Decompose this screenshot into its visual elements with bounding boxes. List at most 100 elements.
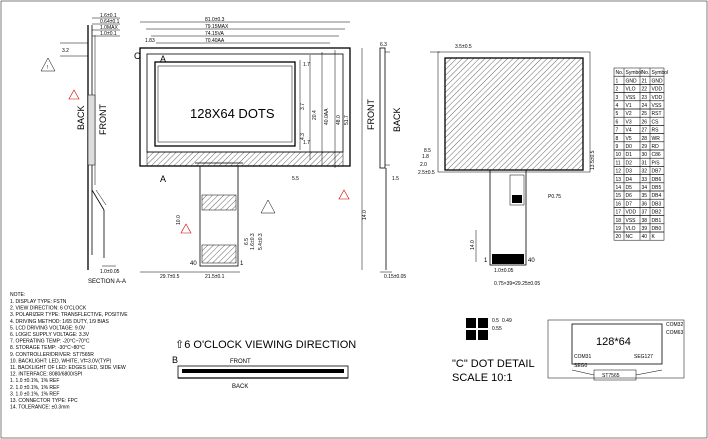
pin-table-cell: 4 (616, 103, 619, 109)
side-back-label: BACK (76, 105, 86, 130)
pin-table-cell: 10 (616, 152, 622, 158)
pin-table-cell: D0 (626, 144, 633, 150)
pin-table-cell: 18 (616, 218, 622, 224)
pin-table-cell: 36 (642, 201, 648, 207)
pin-table-cell: 15 (616, 193, 622, 199)
pin-table-cell: D2 (626, 160, 633, 166)
note-line: 6. LOGIC SUPPLY VOLTAGE: 3.3V (10, 332, 90, 338)
pin-table-cell: RS (652, 128, 660, 134)
side-dim-4: 1.0±0.1 (100, 31, 117, 37)
back-dim-left-1: 8.5 (424, 148, 431, 154)
side-dim-3: 1.0MAX (100, 25, 118, 31)
pin-table-cell: 34 (642, 185, 648, 191)
pin-table-cell: 27 (642, 128, 648, 134)
front-main-label: 128X64 DOTS (190, 106, 275, 121)
front-dim-bottom-2: 21.5±0.1 (205, 274, 225, 280)
back-dim-side: 14.0 (470, 240, 476, 250)
fpc-dim-4: 6.5 (244, 238, 250, 245)
pin-table-cell: 8 (616, 136, 619, 142)
pin-table-cell: 25 (642, 111, 648, 117)
pin-table-cell: DB3 (652, 201, 662, 207)
lcd-active-area (154, 61, 296, 147)
note-line: 2. 1.0 ±0.1%, 1% REF (10, 385, 59, 391)
c-detail-label-2: SCALE 10:1 (452, 372, 513, 384)
front-dim-right-5: 20.4 (312, 110, 318, 120)
front-dim-right-4: 4.3 (300, 133, 306, 140)
pin-table-cell: VLO (626, 87, 636, 93)
notes-title: NOTE: (10, 292, 25, 298)
pin-table-cell: NC (626, 234, 634, 240)
note-line: 3. POLARIZER TYPE: TRANSFLECTIVE, POSITI… (10, 312, 128, 318)
back-dim-left-4: 2.5±0.5 (418, 170, 435, 176)
pin-table-cell: VDD (652, 87, 663, 93)
note-line: 7. OPERATING TEMP: -20°C~70°C (10, 339, 90, 345)
pin-table-cell: D5 (626, 185, 633, 191)
back-dim-bottom: P0.75 (548, 194, 561, 200)
front-dim-bottom-3: 5.5 (292, 176, 299, 182)
section-a-label: SECTION A-A (88, 279, 126, 285)
svg-text:!: ! (47, 65, 48, 71)
pin-table-cell: WR (652, 136, 661, 142)
pin-table-cell: 9 (616, 144, 619, 150)
back-dim-top: 3.5±0.5 (455, 44, 472, 50)
pin-table-cell: VSS (626, 95, 637, 101)
back-dim-left-2: 1.8 (422, 154, 429, 160)
block-com63: COM63 (666, 330, 683, 336)
warning-icon (260, 199, 276, 214)
warning-red-icon (68, 89, 80, 100)
pin-table-cell: VLO (626, 226, 636, 232)
back-fpc (489, 169, 527, 266)
pin-table-cell: 29 (642, 144, 648, 150)
right-side-dim-top: 6.3 (380, 42, 387, 48)
pin-table-cell: DB1 (652, 218, 662, 224)
pin-table-cell: D3 (626, 169, 633, 175)
lcd-bezel (146, 151, 344, 167)
back-dim-right: 13.5±0.5 (590, 150, 596, 170)
right-side-back-label: BACK (392, 107, 402, 132)
viewing-b-label: B (172, 355, 178, 365)
viewing-direction: ⇧6 O'CLOCK VIEWING DIRECTION B FRONT BAC… (172, 339, 356, 390)
viewing-direction-label: ⇧6 O'CLOCK VIEWING DIRECTION (175, 339, 356, 351)
pin-table-cell: GND (626, 78, 638, 84)
side-dim-1: 1.6±0.1 (100, 13, 117, 19)
pin-table-cell: 28 (642, 136, 648, 142)
fpc-tail (199, 165, 239, 267)
side-dim-2: 0.64±0.1 (100, 19, 120, 25)
c-dot-detail: 0.5 0.49 0.55 "C" DOT DETAIL SCALE 10:1 (452, 318, 535, 384)
back-dim-bottom-1: 1.0±0.05 (494, 268, 514, 274)
side-front-label: FRONT (98, 104, 108, 135)
fpc-dim-2: 5.4±0.3 (258, 233, 264, 250)
c-detail-label-1: "C" DOT DETAIL (452, 358, 535, 370)
right-side-bottom-dim: 0.15±0.05 (384, 274, 406, 280)
front-dim-top-left: 1.83 (145, 38, 155, 44)
pin-table-cell: 33 (642, 177, 648, 183)
pin-table-cell: 17 (616, 210, 622, 216)
lcd-viewing-area (146, 53, 344, 153)
c-dot-dim-1: 0.5 (492, 318, 499, 324)
note-line: 1. 1.0 ±0.1%, 1% REF (10, 378, 59, 384)
pin-table-cell: 12 (616, 169, 622, 175)
pin-table-cell: CS (652, 119, 660, 125)
front-pin-40: 40 (190, 261, 197, 267)
viewing-front-label: FRONT (230, 359, 251, 365)
note-line: 11. BACKLIGHT OF LED: EDGES LED, SIDE VI… (10, 365, 126, 371)
pin-table-cell: D4 (626, 177, 633, 183)
block-label: 128*64 (596, 336, 631, 348)
front-dim-right-6: 40.0AA (324, 108, 330, 125)
pin-table-cell: 1 (616, 78, 619, 84)
note-line: 10. BACKLIGHT: LED, WHITE, Vf=3.0V(TYP) (10, 358, 112, 364)
note-line: 3. 1.0 ±0.1%, 1% REF (10, 391, 59, 397)
pin-table-cell: 5 (616, 111, 619, 117)
back-fpc-contacts (492, 254, 524, 264)
back-pin-40: 40 (528, 258, 535, 264)
front-dim-top-4: 70.40AA (205, 38, 225, 44)
front-dim-bottom-1: 29.7±0.5 (160, 274, 180, 280)
pin-table-cell: 40 (642, 234, 648, 240)
pin-table-cell: DB0 (652, 226, 662, 232)
back-panel (444, 57, 584, 171)
pin-table-cell: VDD (652, 95, 663, 101)
front-label-a-top: A (160, 54, 166, 64)
front-pin-1: 1 (240, 261, 244, 267)
note-line: 14. TOLERANCE: ±0.3mm (10, 405, 70, 411)
pin-table-cell: 26 (642, 119, 648, 125)
